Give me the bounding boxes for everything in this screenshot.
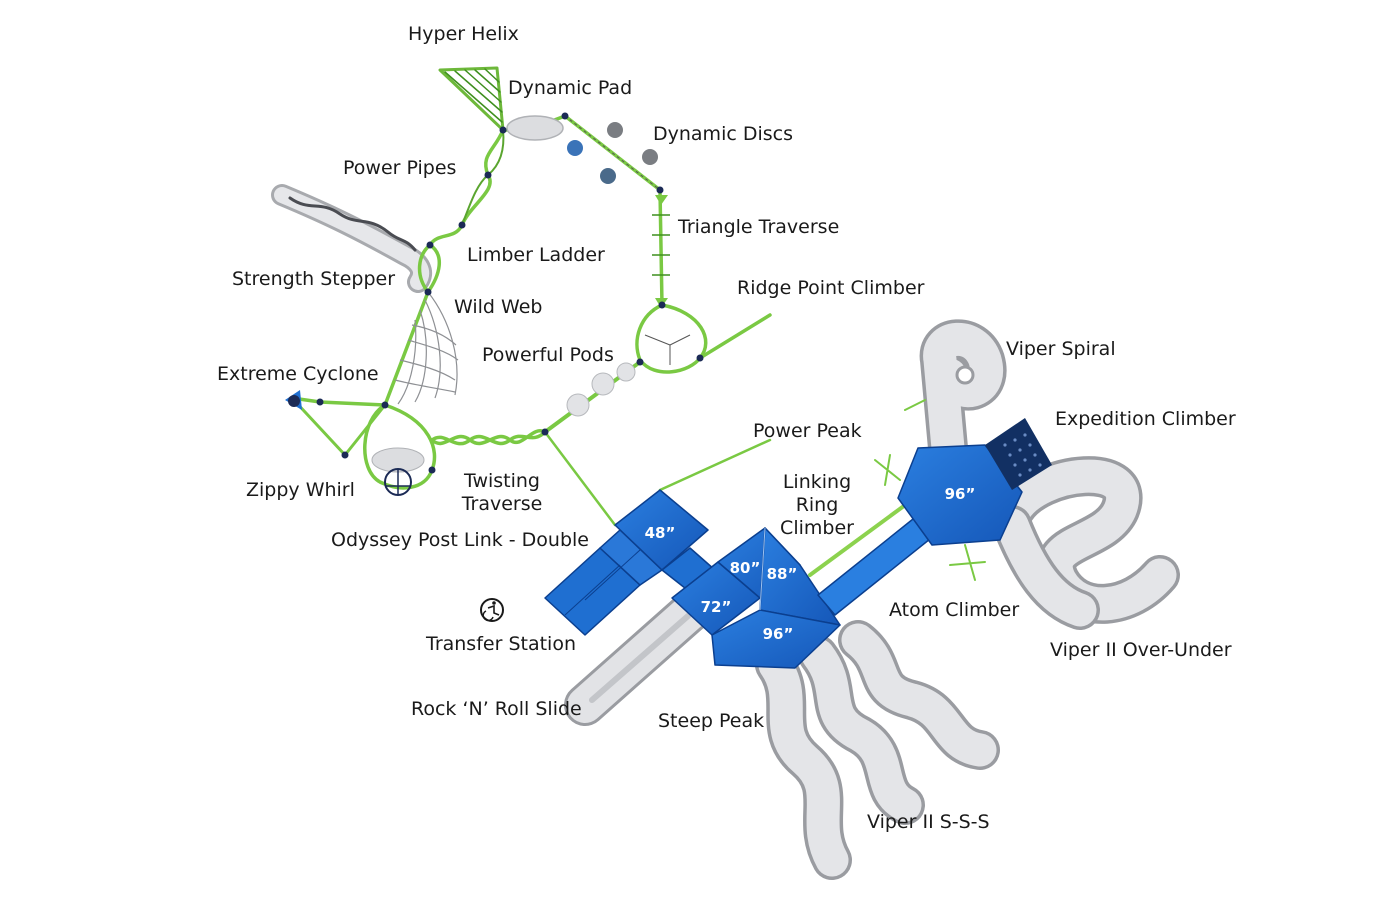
label-viper-ii-over-under: Viper II Over-Under xyxy=(1050,639,1232,661)
viper-ii-over-under xyxy=(992,456,1180,630)
label-power-pipes: Power Pipes xyxy=(343,157,457,179)
rock-n-roll-slide xyxy=(564,591,711,726)
powerful-pods xyxy=(566,362,636,417)
accessibility-icon xyxy=(480,598,504,622)
label-power-peak: Power Peak xyxy=(753,420,862,442)
label-wild-web: Wild Web xyxy=(454,296,543,318)
label-zippy-whirl: Zippy Whirl xyxy=(246,479,355,501)
label-extreme-cyclone: Extreme Cyclone xyxy=(217,363,379,385)
label-dynamic-pad: Dynamic Pad xyxy=(508,77,633,99)
label-odyssey-post-link-double: Odyssey Post Link - Double xyxy=(331,529,589,551)
label-twisting-traverse: Twisting Traverse xyxy=(461,470,543,515)
wild-web xyxy=(394,291,459,405)
deck-height-80: 80” xyxy=(730,559,761,577)
label-atom-climber: Atom Climber xyxy=(889,599,1020,621)
label-ridge-point-climber: Ridge Point Climber xyxy=(737,277,925,299)
label-strength-stepper: Strength Stepper xyxy=(232,268,396,290)
posts xyxy=(316,112,704,474)
label-transfer-station: Transfer Station xyxy=(426,633,576,655)
label-steep-peak: Steep Peak xyxy=(658,710,765,732)
deck-height-96-right: 96” xyxy=(945,485,976,503)
deck-height-88: 88” xyxy=(767,565,798,583)
label-limber-ladder: Limber Ladder xyxy=(467,244,605,266)
deck-height-72: 72” xyxy=(701,598,732,616)
ridge-point-climber xyxy=(644,334,691,365)
label-expedition-climber: Expedition Climber xyxy=(1055,408,1236,430)
dynamic-discs xyxy=(564,115,661,191)
decks xyxy=(544,444,1023,669)
viper-ii-sss xyxy=(755,620,1000,880)
label-powerful-pods: Powerful Pods xyxy=(482,344,614,366)
dynamic-pad xyxy=(506,115,564,141)
label-dynamic-discs: Dynamic Discs xyxy=(653,123,793,145)
expedition-climber xyxy=(985,418,1052,490)
label-rock-n-roll-slide: Rock ‘N’ Roll Slide xyxy=(411,698,582,720)
label-viper-ii-sss: Viper II S-S-S xyxy=(867,811,990,833)
deck-height-96-center: 96” xyxy=(763,625,794,643)
deck-height-48: 48” xyxy=(645,524,676,542)
extreme-cyclone xyxy=(285,390,302,410)
viper-spiral xyxy=(919,319,1007,468)
label-linking-ring-climber: Linking Ring Climber xyxy=(780,471,854,539)
label-hyper-helix: Hyper Helix xyxy=(408,23,519,45)
label-viper-spiral: Viper Spiral xyxy=(1006,338,1116,360)
zippy-whirl xyxy=(371,447,425,496)
label-triangle-traverse: Triangle Traverse xyxy=(678,216,840,238)
